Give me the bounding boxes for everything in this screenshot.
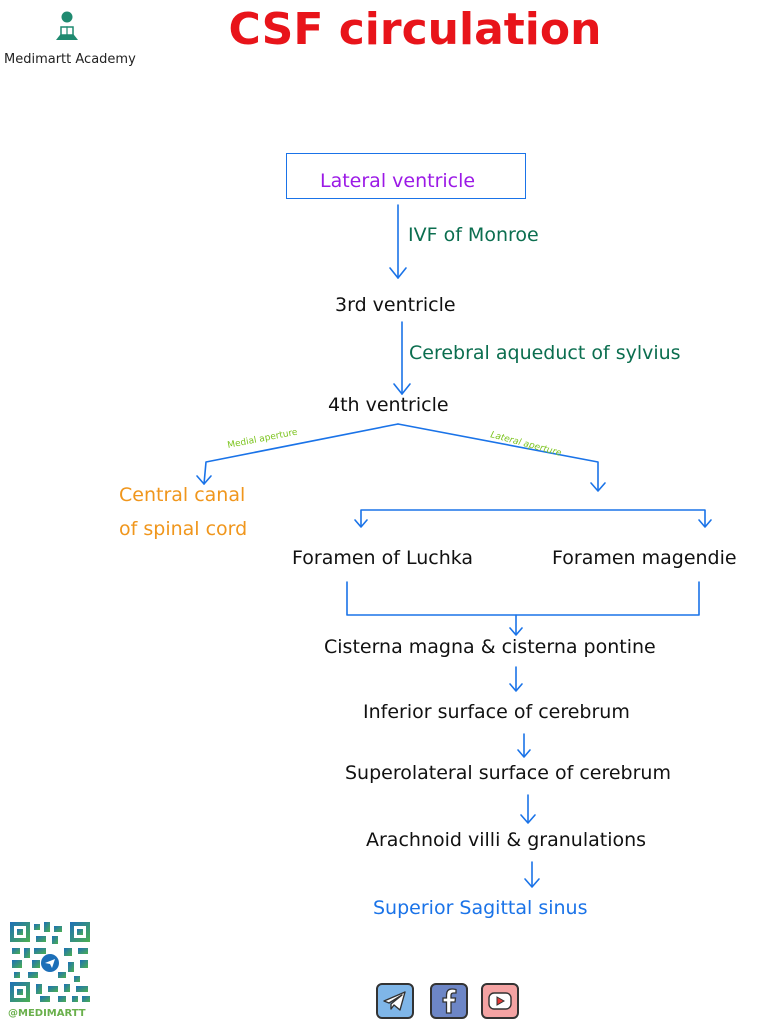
foramina-split-bracket (354, 509, 712, 528)
brand-logo (52, 10, 82, 44)
telegram-button[interactable] (376, 983, 414, 1019)
arrow-inferior-superolateral (517, 733, 531, 758)
ivf-label: IVF of Monroe (408, 224, 539, 246)
lateral-ventricle-box (286, 153, 526, 199)
footer-handle: @MEDIMARTT (8, 1008, 86, 1019)
lateral-aperture-label: Lateral aperture (489, 430, 563, 459)
superior-sagittal-node: Superior Sagittal sinus (373, 897, 588, 919)
brand-name: Medimartt Academy (4, 52, 136, 67)
youtube-icon (488, 992, 512, 1010)
central-canal-line2: of spinal cord (119, 518, 248, 540)
central-canal-line1: Central canal (119, 484, 246, 506)
lateral-ventricle-node: Lateral ventricle (320, 170, 476, 192)
foramina-merge-bracket (346, 581, 700, 636)
inferior-surface-node: Inferior surface of cerebrum (363, 701, 630, 723)
arrow-arachnoid-sagittal (524, 861, 540, 888)
page-title: CSF circulation (228, 4, 602, 55)
cisterna-node: Cisterna magna & cisterna pontine (324, 636, 656, 658)
arrow-superolateral-arachnoid (520, 794, 536, 824)
arrow-ivf (389, 204, 407, 279)
foramen-luchka-node: Foramen of Luchka (292, 547, 474, 569)
facebook-button[interactable] (430, 983, 468, 1019)
superolateral-surface-node: Superolateral surface of cerebrum (345, 762, 671, 784)
third-ventricle-node: 3rd ventricle (335, 294, 456, 316)
foramen-magendie-node: Foramen magendie (552, 547, 737, 569)
arrow-lateral-aperture (397, 423, 606, 492)
arrow-cisterna-inferior (509, 666, 523, 692)
arrow-aqueduct (393, 321, 411, 395)
reading-person-icon (56, 11, 78, 40)
qr-code-icon (8, 920, 92, 1004)
fourth-ventricle-node: 4th ventricle (328, 394, 449, 416)
qr-code (8, 920, 92, 1004)
aqueduct-label: Cerebral aqueduct of sylvius (409, 342, 681, 364)
facebook-icon (442, 988, 457, 1014)
arrow-medial-aperture (196, 423, 399, 485)
youtube-button[interactable] (481, 983, 519, 1019)
medial-aperture-label: Medial aperture (227, 427, 299, 450)
telegram-icon (383, 991, 406, 1011)
arachnoid-villi-node: Arachnoid villi & granulations (366, 829, 647, 851)
